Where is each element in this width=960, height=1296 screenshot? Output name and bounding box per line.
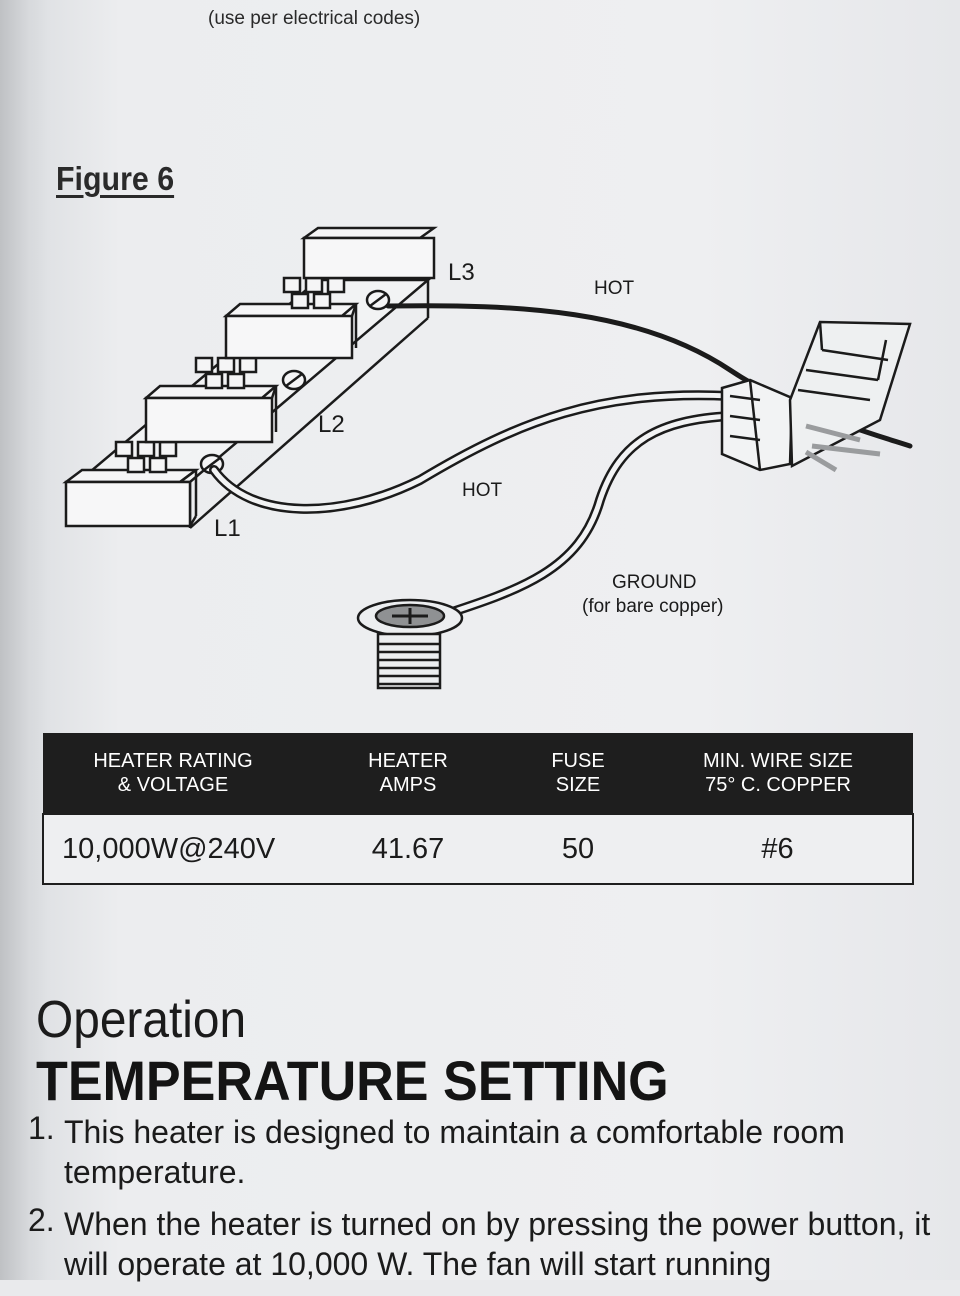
table-row: 10,000W@240V 41.67 50 #6 <box>42 813 914 885</box>
terminal-l3 <box>222 226 438 360</box>
label-l1: L1 <box>214 515 241 542</box>
terminal-l2 <box>142 356 307 444</box>
wiring-diagram: L3 L2 L1 HOT HOT GROUND (for bare copper… <box>62 226 913 690</box>
cell-rating-voltage: 10,000W@240V <box>42 813 303 885</box>
step-number: 2. <box>28 1202 55 1238</box>
step-text: This heater is designed to maintain a co… <box>64 1114 845 1190</box>
cell-amps: 41.67 <box>303 813 513 885</box>
section-title: Operation <box>36 991 247 1049</box>
heater-spec-table: HEATER RATING & VOLTAGE HEATER AMPS FUSE… <box>42 733 914 885</box>
page-spine-shadow <box>0 0 48 1280</box>
ground-screw <box>356 598 464 690</box>
conduit-note: (use per electrical codes) <box>208 8 421 29</box>
list-item: 2. When the heater is turned on by press… <box>28 1202 948 1284</box>
label-l2: L2 <box>318 411 345 438</box>
conduit-connector <box>720 378 794 472</box>
label-l3: L3 <box>448 259 475 286</box>
figure-title: Figure 6 <box>56 160 175 197</box>
instruction-list: 1. This heater is designed to maintain a… <box>28 1110 948 1296</box>
header-min-wire-size: MIN. WIRE SIZE 75° C. COPPER <box>643 733 913 814</box>
label-ground-note: (for bare copper) <box>582 596 724 617</box>
list-item: 1. This heater is designed to maintain a… <box>28 1110 948 1192</box>
label-ground: GROUND <box>612 572 696 593</box>
header-heater-amps: HEATER AMPS <box>303 733 513 814</box>
junction-box-shadow <box>804 423 881 473</box>
table-header-row: HEATER RATING & VOLTAGE HEATER AMPS FUSE… <box>43 733 913 814</box>
label-hot-mid: HOT <box>462 480 503 501</box>
section-subtitle: TEMPERATURE SETTING <box>36 1049 669 1112</box>
header-fuse-size: FUSE SIZE <box>513 733 643 814</box>
cell-wire-size: #6 <box>643 813 914 885</box>
junction-box <box>788 320 912 469</box>
cell-fuse: 50 <box>513 813 643 885</box>
step-text: When the heater is turned on by pressing… <box>64 1206 931 1282</box>
terminal-l1 <box>62 440 225 528</box>
label-hot-top: HOT <box>594 278 635 299</box>
step-number: 1. <box>28 1110 55 1146</box>
header-heater-rating: HEATER RATING & VOLTAGE <box>43 733 303 814</box>
